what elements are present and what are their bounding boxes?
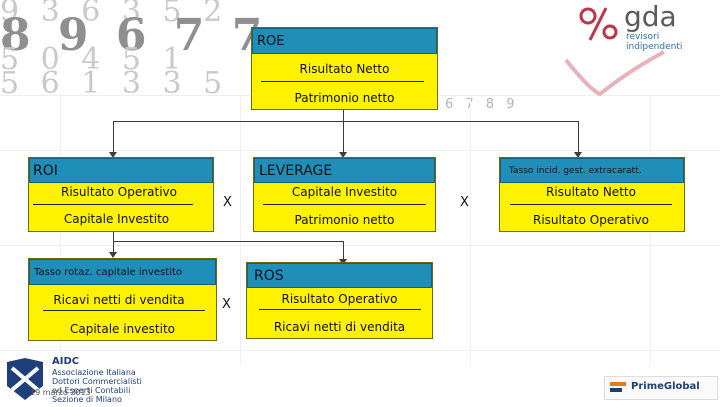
aidc-line: AIDC [52,356,79,367]
tasso-rotaz-title-bar: Tasso rotaz. capitale investito [29,259,216,285]
multiply-operator: X [460,195,469,210]
roi-title-bar: ROI [29,158,213,183]
primeglobal-name: PrimeGlobal [631,381,700,392]
grid-line [0,245,720,246]
gda-name: gda [624,0,677,33]
ros-title: ROS [254,268,284,284]
fraction-bar [261,81,424,82]
digits-row: 5 6 1 3 3 5 [0,72,270,95]
tasso-incid-numerator: Risultato Netto [500,185,682,199]
grid-line [470,95,471,365]
ros-title-bar: ROS [247,263,432,288]
roe-denominator: Patrimonio netto [252,91,437,105]
roi-denominator: Capitale Investito [29,212,204,226]
leverage-numerator: Capitale Investito [254,185,435,199]
roe-box: ROE Risultato Netto Patrimonio netto [251,27,438,110]
ros-denominator: Ricavi netti di vendita [247,320,432,334]
leverage-box: LEVERAGE Capitale Investito Patrimonio n… [253,157,436,232]
grid-line [0,150,720,151]
fraction-bar [33,204,193,205]
tasso-rotaz-title: Tasso rotaz. capitale investito [34,267,182,278]
fraction-bar [510,204,672,205]
checkmark-decoration-icon [560,50,670,100]
roi-numerator: Risultato Operativo [29,185,209,199]
grid-line [0,350,720,351]
leverage-denominator: Patrimonio netto [254,213,435,227]
multiply-operator: X [222,297,231,312]
tasso-incid-title-bar: Tasso incid. gest. extracaratt. [500,158,684,183]
aidc-line: Dottori Commercialisti [52,377,142,386]
footer-date: 19 marzo 2013 [30,388,91,397]
roe-title: ROE [257,34,284,49]
connector [343,121,344,153]
background-digits-strip: 6 7 8 9 [445,97,518,112]
tasso-rotaz-box: Tasso rotaz. capitale investito Ricavi n… [28,258,217,341]
fraction-bar [259,309,421,310]
connector [343,241,344,261]
primeglobal-logo: PrimeGlobal [604,376,718,400]
tasso-incid-denominator: Risultato Operativo [500,213,682,227]
tasso-incid-title: Tasso incid. gest. extracaratt. [509,166,642,176]
connector [113,241,344,242]
gda-tagline: revisori indipendenti [626,32,716,52]
fraction-bar [263,204,426,205]
gda-percent-icon [576,4,624,44]
fraction-bar [43,310,205,311]
roi-box: ROI Risultato Operativo Capitale Investi… [28,157,214,232]
multiply-operator: X [223,195,232,210]
connector [113,121,114,153]
tasso-incid-box: Tasso incid. gest. extracaratt. Risultat… [499,157,685,232]
roe-title-bar: ROE [252,28,437,54]
ros-box: ROS Risultato Operativo Ricavi netti di … [246,262,433,339]
leverage-title: LEVERAGE [259,163,332,179]
background-digits: 9 3 6 3 5 2 8 9 6 7 7 5 0 4 5 1 5 6 1 3 … [0,0,270,95]
gda-logo: gda revisori indipendenti [576,4,716,44]
ros-numerator: Risultato Operativo [247,292,432,306]
leverage-title-bar: LEVERAGE [254,158,435,183]
aidc-line: Associazione Italiana [52,368,136,377]
primeglobal-emblem-icon [610,380,628,396]
roi-title: ROI [33,163,58,179]
connector [578,121,579,153]
connector [113,121,579,122]
tasso-rotaz-denominator: Capitale investito [29,322,216,336]
grid-line [240,95,241,365]
roe-numerator: Risultato Netto [252,62,437,76]
tasso-rotaz-numerator: Ricavi netti di vendita [29,293,209,307]
